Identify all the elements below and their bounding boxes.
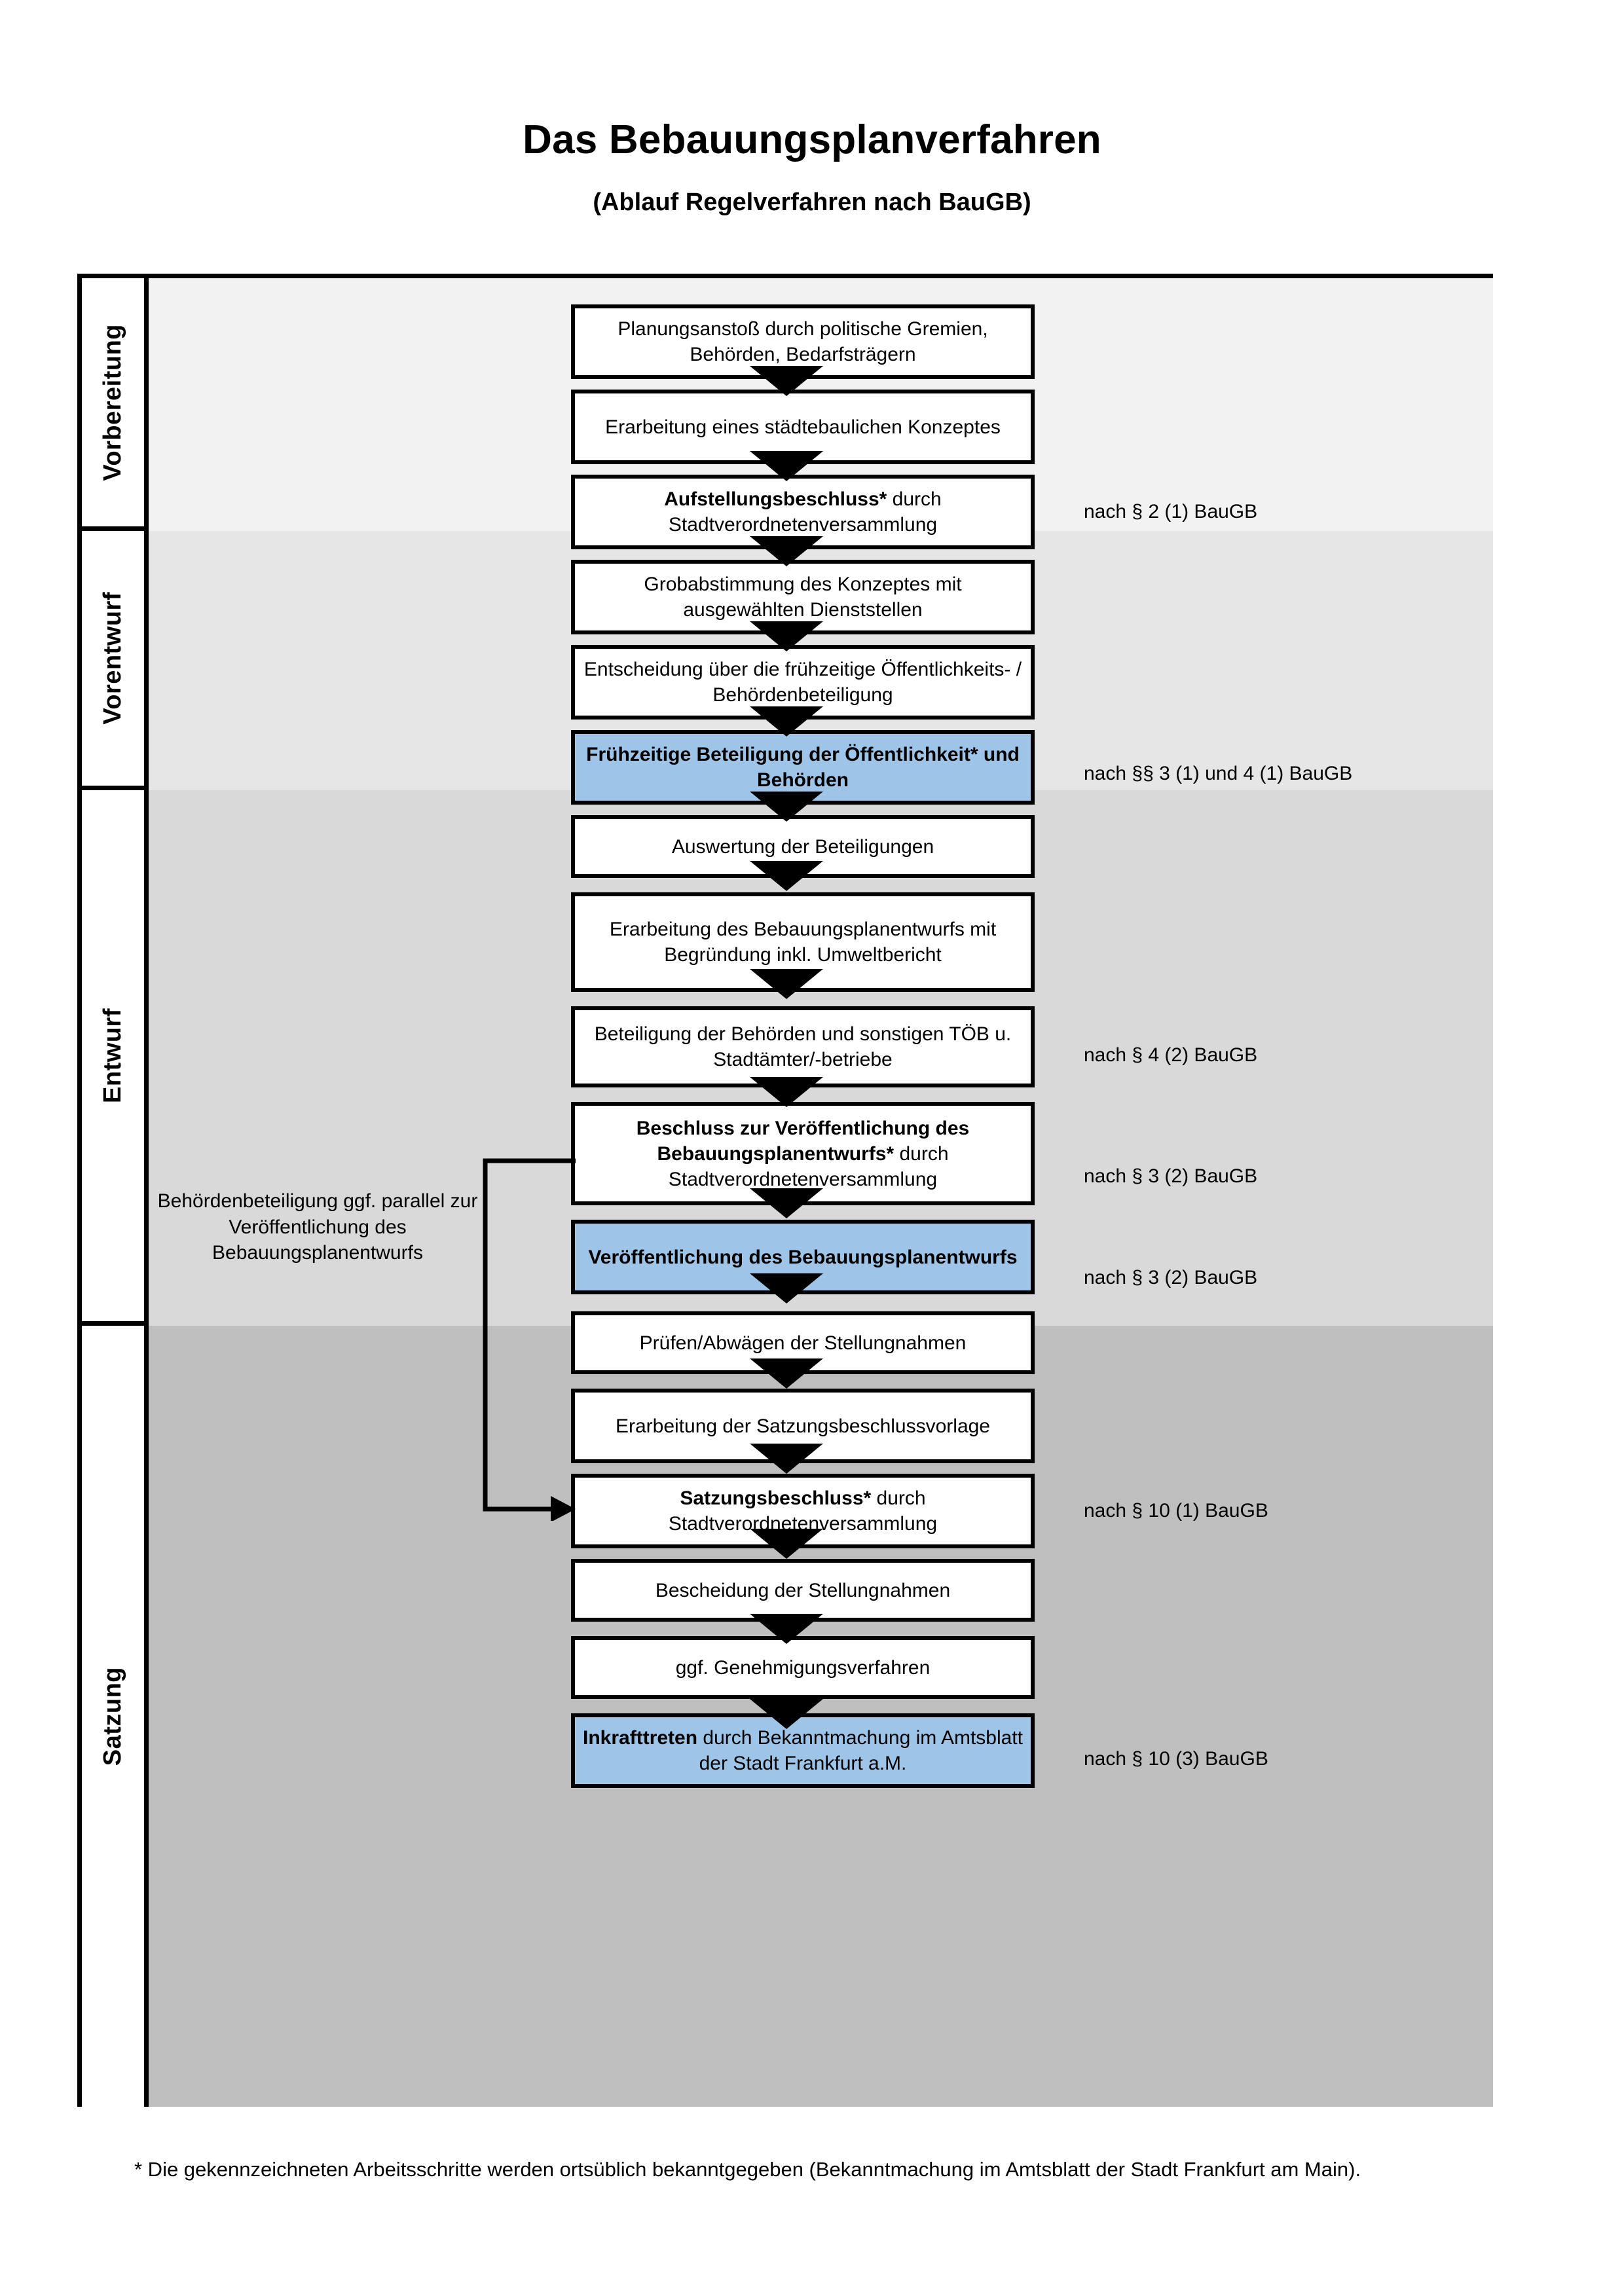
phase-cell-vorbereitung: Vorbereitung [82, 278, 144, 531]
flowchart-frame: Vorbereitung Vorentwurf Entwurf Satzung … [77, 274, 1493, 2107]
step-box-bescheidung-stellungnahmen[interactable]: Bescheidung der Stellungnahmen [571, 1559, 1035, 1622]
flow-arrow-14 [750, 1529, 823, 1559]
title-block: Das Bebauungsplanverfahren (Ablauf Regel… [0, 117, 1624, 217]
flow-arrow-11 [750, 1273, 823, 1303]
phase-cell-vorentwurf: Vorentwurf [82, 531, 144, 790]
flow-arrow-7 [750, 861, 823, 891]
flow-arrow-15 [750, 1614, 823, 1644]
legal-ref-veroeffentlichung: nach § 3 (2) BauGB [1084, 1267, 1258, 1288]
phase-label-column: Vorbereitung Vorentwurf Entwurf Satzung [82, 278, 149, 2107]
step-bold: Aufstellungsbeschluss* [664, 488, 887, 510]
step-text: Aufstellungsbeschluss* durch Stadtverord… [664, 488, 942, 536]
bypass-connector [483, 1158, 576, 1521]
step-text: Grobabstimmung des Konzeptes mit ausgewä… [644, 574, 962, 621]
step-box-inkrafttreten[interactable]: Inkrafttreten durch Bekanntmachung im Am… [571, 1713, 1035, 1788]
phase-label-vorentwurf: Vorentwurf [99, 592, 126, 725]
step-text: Inkrafttreten durch Bekanntmachung im Am… [583, 1727, 1023, 1774]
flow-arrow-5 [750, 706, 823, 737]
flow-arrow-4 [750, 621, 823, 651]
step-bold: Satzungsbeschluss* [680, 1487, 872, 1509]
legal-ref-beschluss-veroeffentlichung: nach § 3 (2) BauGB [1084, 1165, 1258, 1187]
phase-cell-satzung: Satzung [82, 1326, 144, 2107]
legal-ref-satzungsbeschluss: nach § 10 (1) BauGB [1084, 1500, 1268, 1522]
step-box-beteiligung-behoerden-toeb[interactable]: Beteiligung der Behörden und sonstigen T… [571, 1006, 1035, 1087]
step-bold: Frühzeitige Beteiligung der Öffentlichke… [586, 744, 1020, 791]
step-bold: Inkrafttreten [583, 1727, 698, 1749]
phase-label-vorbereitung: Vorbereitung [99, 323, 126, 481]
side-note-behoerdenbeteiligung: Behördenbeteiligung ggf. parallel zur Ve… [157, 1190, 478, 1264]
flow-arrow-9 [750, 1077, 823, 1107]
flow-arrow-1 [750, 366, 823, 396]
legal-ref-fruehzeitige-beteiligung: nach §§ 3 (1) und 4 (1) BauGB [1084, 763, 1353, 784]
footnote: * Die gekennzeichneten Arbeitsschritte w… [134, 2158, 1361, 2181]
phase-label-entwurf: Entwurf [99, 1008, 126, 1103]
flow-arrow-8 [750, 969, 823, 999]
flow-arrow-6 [750, 792, 823, 822]
flow-arrow-16 [750, 1699, 823, 1729]
step-text: Prüfen/Abwägen der Stellungnahmen [639, 1332, 967, 1354]
step-text: Veröffentlichung des Bebauungsplanentwur… [588, 1245, 1017, 1270]
flow-arrow-13 [750, 1444, 823, 1474]
step-box-entscheidung-fruehzeitige-beteiligung[interactable]: Entscheidung über die frühzeitige Öffent… [571, 645, 1035, 720]
flow-arrow-3 [750, 536, 823, 566]
page-subtitle: (Ablauf Regelverfahren nach BauGB) [593, 189, 1031, 217]
step-box-genehmigungsverfahren[interactable]: ggf. Genehmigungsverfahren [571, 1636, 1035, 1699]
page-title: Das Bebauungsplanverfahren [523, 117, 1101, 162]
flow-arrow-12 [750, 1358, 823, 1389]
step-text: Frühzeitige Beteiligung der Öffentlichke… [581, 742, 1024, 793]
flow-arrow-10 [750, 1188, 823, 1218]
step-text: Erarbeitung der Satzungsbeschlussvorlage [615, 1415, 990, 1437]
step-text: Planungsanstoß durch politische Gremien,… [618, 318, 988, 365]
step-text: Erarbeitung eines städtebaulichen Konzep… [605, 416, 1001, 438]
step-text: Auswertung der Beteiligungen [671, 835, 934, 858]
step-text: Entscheidung über die frühzeitige Öffent… [583, 659, 1022, 706]
legal-ref-inkrafttreten: nach § 10 (3) BauGB [1084, 1748, 1268, 1770]
step-bold: Beschluss zur Veröffentlichung des Bebau… [636, 1117, 970, 1165]
flow-arrow-2 [750, 451, 823, 481]
phase-label-satzung: Satzung [99, 1666, 126, 1766]
step-text: Beschluss zur Veröffentlichung des Bebau… [636, 1117, 970, 1190]
step-text: ggf. Genehmigungsverfahren [675, 1656, 931, 1679]
step-text: Beteiligung der Behörden und sonstigen T… [594, 1023, 1012, 1070]
legal-ref-behoerdenbeteiligung: nach § 4 (2) BauGB [1084, 1044, 1258, 1066]
step-text: Bescheidung der Stellungnahmen [655, 1579, 951, 1601]
legal-ref-aufstellungsbeschluss: nach § 2 (1) BauGB [1084, 501, 1258, 522]
phase-cell-entwurf: Entwurf [82, 790, 144, 1326]
step-bold: Veröffentlichung des Bebauungsplanentwur… [588, 1246, 1018, 1268]
step-text: Erarbeitung des Bebauungsplanentwurfs mi… [609, 919, 997, 966]
